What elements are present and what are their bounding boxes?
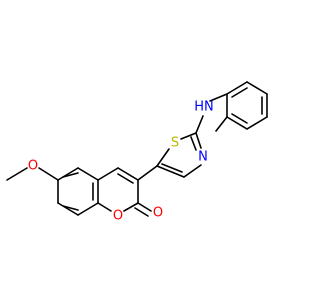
atom-thiazole-sulfur: S bbox=[171, 136, 179, 151]
bond-C5-C6-inner bbox=[62, 172, 79, 178]
bond-C5p-C6p-inner bbox=[231, 113, 248, 124]
bond-O-C6 bbox=[38, 167, 59, 181]
bond-NH-Cipso bbox=[209, 93, 228, 102]
structure-drawing: O O O S N HN bbox=[6, 81, 268, 224]
bond-C7-C8 bbox=[57, 202, 79, 216]
bond-ipso-C2p bbox=[226, 81, 248, 95]
bond-C3-C5t bbox=[137, 165, 158, 181]
bond-ipso-C2p-inner bbox=[231, 87, 248, 98]
atom-label-amine-NH: HN bbox=[194, 100, 214, 115]
atom-amine-nitrogen: HN bbox=[194, 100, 214, 115]
bond-C4-C4a bbox=[97, 167, 119, 181]
bond-C7-C8-inner bbox=[62, 205, 79, 211]
bond-C2p-C3p bbox=[246, 81, 268, 95]
bond-C5t-S bbox=[156, 148, 170, 167]
atom-methoxy-oxygen: O bbox=[28, 159, 38, 174]
atom-label-lactone-O: O bbox=[113, 209, 123, 224]
bond-C8a-O1 bbox=[97, 202, 112, 212]
atom-lactone-ring-oxygen: O bbox=[113, 209, 123, 224]
molecule-diagram: O O O S N HN bbox=[6, 81, 268, 224]
bond-C8-C8a bbox=[77, 202, 99, 216]
bond-C4p-C5p bbox=[246, 116, 268, 130]
atom-label-carbonyl-O: O bbox=[153, 206, 163, 221]
bond-C6p-methyl bbox=[215, 116, 228, 132]
atoms-layer: O O O S N HN bbox=[28, 100, 214, 224]
atom-thiazole-nitrogen: N bbox=[198, 150, 208, 165]
bond-C2-O-a bbox=[137, 202, 152, 212]
bond-C5-C6 bbox=[57, 167, 79, 181]
bond-O1-C2 bbox=[123, 202, 139, 212]
bond-C2t-N-inner bbox=[190, 136, 197, 151]
bond-C2t-N bbox=[195, 132, 202, 149]
atom-label-methoxy-O: O bbox=[28, 159, 38, 174]
bond-C2t-NH bbox=[195, 115, 204, 134]
bond-C2-O-b bbox=[134, 207, 149, 217]
bond-C5p-C6p bbox=[226, 116, 248, 130]
atom-label-thiazole-N: N bbox=[198, 150, 208, 165]
atom-carbonyl-oxygen: O bbox=[153, 206, 163, 221]
bond-C3-C4-inner bbox=[117, 173, 134, 184]
bond-methyl-O bbox=[6, 167, 28, 181]
bond-C4t-C5t bbox=[156, 165, 185, 178]
bond-C4a-C5 bbox=[77, 167, 99, 181]
atom-label-thiazole-S: S bbox=[171, 136, 179, 151]
bond-C4t-C5t-inner bbox=[161, 163, 183, 173]
bond-C3-C4 bbox=[117, 167, 139, 181]
bond-N-C4t bbox=[183, 164, 202, 178]
bond-S-C2t bbox=[180, 132, 197, 140]
bonds-layer bbox=[6, 81, 268, 217]
